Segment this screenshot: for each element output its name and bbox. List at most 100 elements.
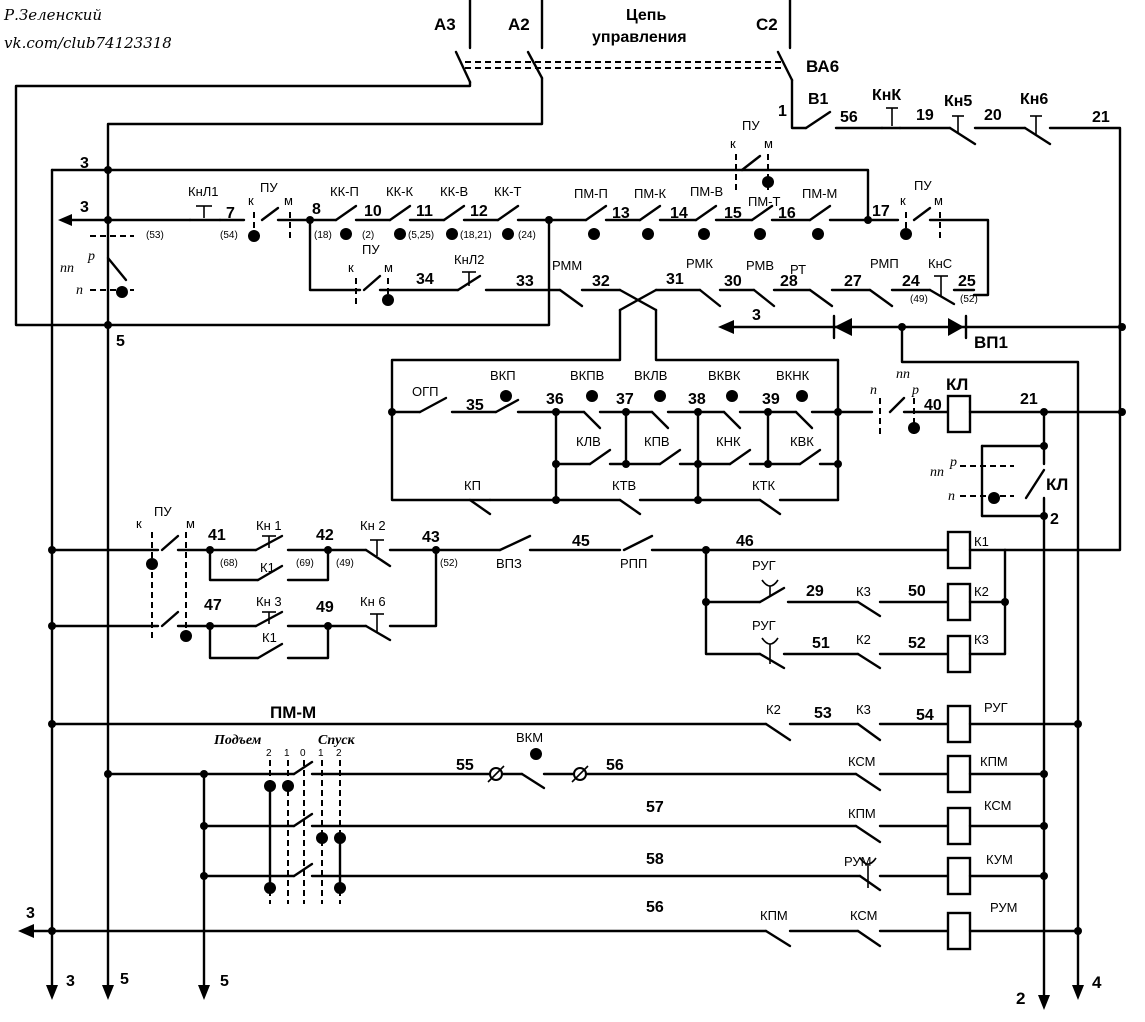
row-3-chain: ПУ к м 34 КнЛ2 33 РММ 32 31 РМК 30 РМВ 2… [308, 218, 978, 502]
node-55-label: 56 [646, 899, 664, 916]
contact-k3-label-b: К3 [856, 702, 871, 717]
node-24-label: 28 [780, 273, 798, 290]
sel-p-label-right: п [948, 489, 955, 504]
diode-vp1-label: ВП1 [974, 333, 1008, 352]
sel-m-label-a: м [284, 193, 293, 208]
controller-section: Подъем Спуск 2 1 0 1 2 55 ВКМ 56 КСМ [104, 730, 1048, 987]
kk-v-label: КК-В [440, 184, 468, 199]
coil-kpm-label: КПМ [980, 754, 1008, 769]
ref-52-a: (52) [960, 294, 978, 305]
contact-kpm-label-b: КПМ [760, 908, 788, 923]
sel-k-label-d: к [136, 516, 142, 531]
rmp-label: РМП [870, 256, 899, 271]
kvk-label: КВК [790, 434, 814, 449]
ref-69: (69) [296, 558, 314, 569]
contact-k2-label-a: К2 [856, 632, 871, 647]
node-16-label: 16 [778, 205, 796, 222]
node-13-label: 13 [612, 205, 630, 222]
diode-row: 3 ВП1 [718, 307, 1126, 987]
node-21-label: 24 [902, 273, 920, 290]
pos-0: 0 [300, 748, 306, 759]
node-38-label: 42 [316, 527, 334, 544]
pos-2-lift: 2 [266, 748, 272, 759]
button-kn3-label: Кн 3 [256, 594, 282, 609]
knk-label: КНК [716, 434, 741, 449]
ref-49-a: (49) [910, 294, 928, 305]
sel-k-label-top: к [730, 136, 736, 151]
ref-49-b: (49) [336, 558, 354, 569]
ref-68: (68) [220, 558, 238, 569]
node-49-label: 53 [814, 705, 832, 722]
contact-ksm-label-a: КСМ [848, 754, 876, 769]
node-19-label: 20 [984, 107, 1002, 124]
node-17-label: 17 [872, 203, 890, 220]
ref-18: (18) [314, 230, 332, 241]
contact-k2-label-b: К2 [766, 702, 781, 717]
sel-k-label-b: к [900, 193, 906, 208]
vklv-label: ВКЛВ [634, 368, 667, 383]
ref-52-b: (52) [440, 558, 458, 569]
sel-r-label-left: р [87, 249, 95, 264]
contact-k1-label-a: К1 [260, 560, 275, 575]
node-46-label: 51 [812, 635, 830, 652]
node-22-label: 25 [958, 273, 976, 290]
bottom-outputs: 3 5 5 2 4 [46, 971, 1102, 1010]
kk-p-label: КК-П [330, 184, 359, 199]
node-28-label: 32 [592, 273, 610, 290]
contact-kl-label: КЛ [1046, 475, 1068, 494]
button-kn5-label: Кн5 [944, 93, 972, 110]
node-43-label: 49 [316, 599, 334, 616]
kk-k-label: КК-К [386, 184, 413, 199]
pm-k-label: ПМ-К [634, 186, 667, 201]
ref-18-21: (18,21) [460, 230, 492, 241]
row-pm-m: ПМ-М К2 53 К3 54 РУГ [48, 700, 1082, 744]
pu-label-top: ПУ [742, 118, 760, 133]
contact-b1-label: В1 [808, 91, 829, 108]
node-23-label: 27 [844, 273, 862, 290]
sel-pp-label-left: пп [60, 261, 74, 276]
ref-2: (2) [362, 230, 374, 241]
phase-a2-label: A2 [508, 15, 530, 34]
node-10-label: 10 [364, 203, 382, 220]
vkpv-label: ВКПВ [570, 368, 604, 383]
button-kn2-label: Кн 2 [360, 518, 386, 533]
node-45-label: 50 [908, 583, 926, 600]
pos-2-lower: 2 [336, 748, 342, 759]
pu-label-c: ПУ [362, 242, 380, 257]
node-1-label: 1 [778, 103, 787, 120]
sel-p-label-kl: п [870, 383, 877, 398]
node-3-label-a: 3 [80, 155, 89, 172]
node-37-label: 41 [208, 527, 226, 544]
phase-c2-label: C2 [756, 15, 778, 34]
node-41-label: 46 [736, 533, 754, 550]
coil-k2-label: К2 [974, 584, 989, 599]
coil-rug-label: РУГ [984, 700, 1008, 715]
rug-label-b: РУГ [752, 618, 776, 633]
node-55-top-label: 56 [840, 109, 858, 126]
vknk-label: ВКНК [776, 368, 810, 383]
node-3-label-d: 3 [26, 905, 35, 922]
sel-k-label-c: к [348, 260, 354, 275]
credit-author: Р.Зеленский [3, 6, 102, 24]
sel-m-label-d: м [186, 516, 195, 531]
sel-pp-label-kl: пп [896, 367, 910, 382]
row-2-chain: (53) КнЛ1 7 (54) ПУ к м 8 КК-П КК-К КК-В… [106, 118, 990, 297]
ktk-label: КТК [752, 478, 776, 493]
node-11-label: 11 [416, 203, 433, 220]
node-12-label: 12 [470, 203, 488, 220]
klv-label: КЛВ [576, 434, 601, 449]
vkp-label: ВКП [490, 368, 516, 383]
ogp-label: ОГП [412, 384, 439, 399]
breaker-ba6-label: ВА6 [806, 57, 839, 76]
node-33-label: 37 [616, 391, 634, 408]
node-51-label: 55 [456, 757, 474, 774]
node-29-label: 33 [516, 273, 534, 290]
node-39-label: 43 [422, 529, 440, 546]
coil-ksm-label: КСМ [984, 798, 1012, 813]
contact-k3-label-a: К3 [856, 584, 871, 599]
rmm-label: РММ [552, 258, 582, 273]
node-35-label: 39 [762, 391, 780, 408]
vkvk-label: ВКВК [708, 368, 741, 383]
node-15-label: 15 [724, 205, 742, 222]
